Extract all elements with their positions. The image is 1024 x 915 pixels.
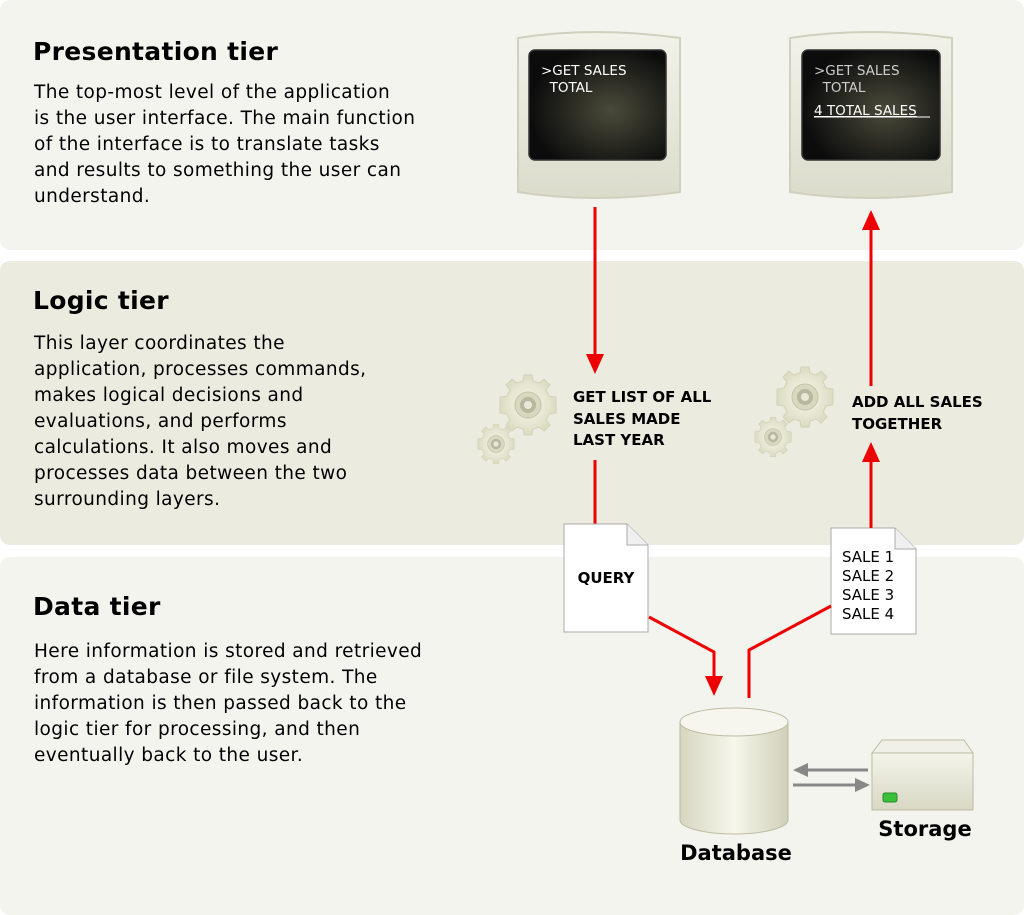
- sales-return-line: [747, 442, 880, 698]
- down-arrow-to-logic: [586, 207, 604, 374]
- right-screen-line: >GET SALES: [814, 63, 900, 79]
- database-storage-arrows: [793, 763, 870, 792]
- description-line: of the interface is to translate tasks: [34, 134, 380, 155]
- gear-icon: [477, 424, 515, 464]
- logic-left-label-line: SALES MADE: [573, 410, 680, 428]
- description-line: The top-most level of the application: [34, 82, 391, 103]
- monitor-icon: [517, 31, 681, 199]
- description-line: eventually back to the user.: [34, 745, 304, 766]
- database-label: Database: [680, 841, 792, 865]
- gear-icon: [754, 417, 792, 457]
- sales-doc-line: SALE 1: [842, 548, 894, 566]
- logic-left-label-line: LAST YEAR: [573, 431, 665, 449]
- data-tier-title: Data tier: [33, 592, 161, 621]
- description-line: logic tier for processing, and then: [34, 719, 361, 740]
- description-line: understand.: [34, 186, 151, 207]
- data-tier-description: Here information is stored and retrieved…: [34, 639, 422, 769]
- sales-doc-line: SALE 4: [842, 605, 894, 623]
- left-screen-line: >GET SALES: [541, 63, 627, 79]
- monitor-icon: [789, 31, 953, 199]
- description-line: from a database or file system. The: [34, 667, 378, 688]
- query-arrow-to-database: [648, 615, 723, 696]
- description-line: evaluations, and performs: [34, 411, 287, 432]
- description-line: application, processes commands,: [34, 359, 367, 380]
- description-line: and results to something the user can: [34, 160, 402, 181]
- description-line: surrounding layers.: [34, 489, 221, 510]
- drive-led-indicator: [882, 792, 898, 803]
- right-screen-result: 4 TOTAL SALES: [814, 103, 917, 119]
- logic-left-label-line: GET LIST OF ALL: [573, 388, 712, 406]
- description-line: is the user interface. The main function: [34, 108, 416, 129]
- logic-right-label-line: ADD ALL SALES: [852, 393, 983, 411]
- document-icon: [563, 523, 649, 633]
- sales-doc-line: SALE 2: [842, 567, 894, 585]
- presentation-tier-title: Presentation tier: [33, 37, 279, 66]
- description-line: calculations. It also moves and: [34, 437, 333, 458]
- description-line: makes logical decisions and: [34, 385, 304, 406]
- up-arrow-to-presentation: [862, 210, 880, 386]
- presentation-tier-description: The top-most level of the application is…: [34, 80, 415, 210]
- storage-drive-icon: [870, 739, 974, 811]
- document-icon: [830, 527, 917, 635]
- logic-right-label-line: TOGETHER: [852, 415, 943, 433]
- gear-icon: [776, 366, 834, 428]
- storage-label: Storage: [878, 817, 971, 841]
- description-line: Here information is stored and retrieved: [34, 641, 423, 662]
- query-doc-label: QUERY: [578, 569, 636, 587]
- gear-icon: [499, 374, 557, 436]
- description-line: processes data between the two: [34, 463, 348, 484]
- left-screen-line: TOTAL: [541, 80, 593, 96]
- description-line: This layer coordinates the: [34, 333, 285, 354]
- logic-tier-description: This layer coordinates the application, …: [34, 331, 366, 513]
- right-screen-line: TOTAL: [814, 80, 866, 96]
- sales-doc-line: SALE 3: [842, 586, 894, 604]
- database-icon: [679, 707, 789, 835]
- description-line: information is then passed back to the: [34, 693, 407, 714]
- logic-tier-title: Logic tier: [33, 286, 169, 315]
